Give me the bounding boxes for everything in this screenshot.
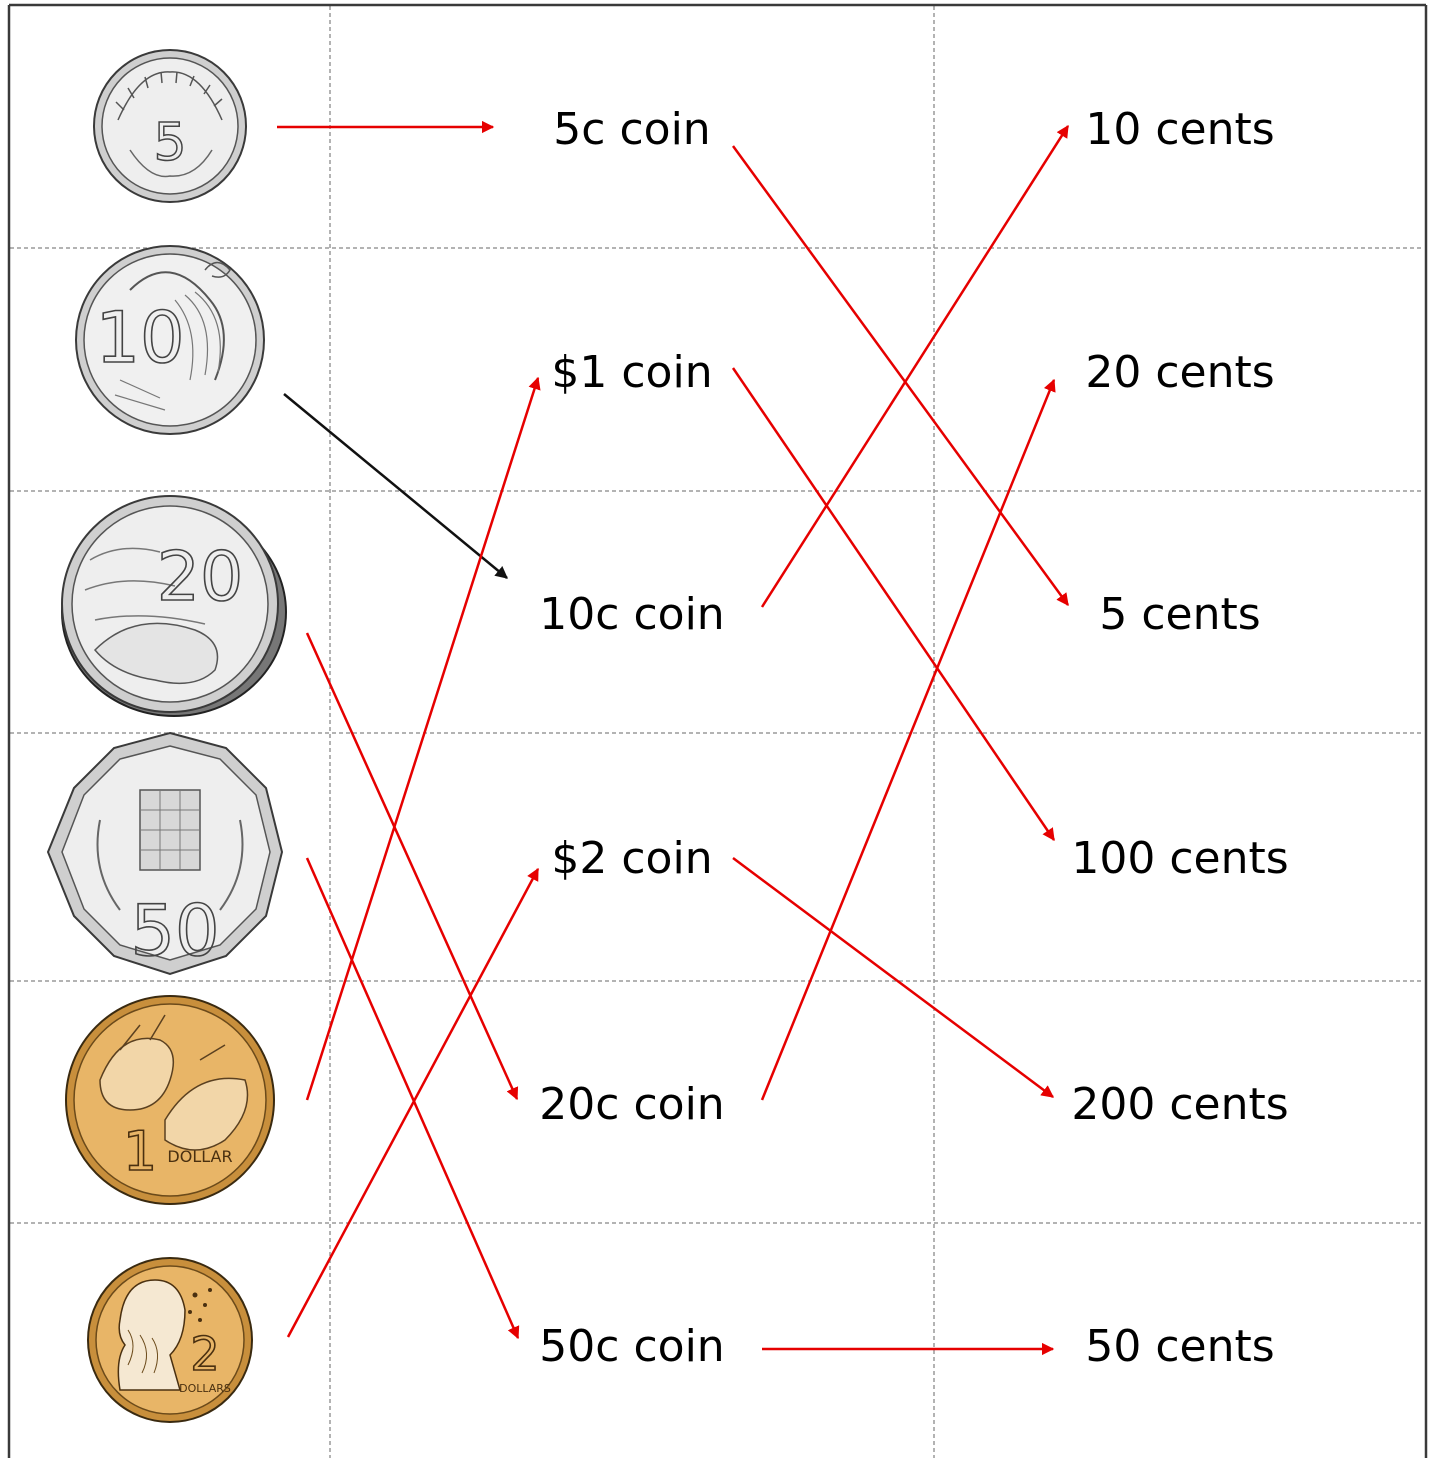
cent-value-20: 20 cents — [1085, 347, 1274, 398]
fifty-cent-coin-image: 50 — [48, 733, 282, 974]
cent-value-100: 100 cents — [1071, 833, 1288, 884]
coin-name-20c: 20c coin — [539, 1079, 724, 1130]
ten-cent-coin-image: 10 — [76, 246, 264, 434]
cent-value-50: 50 cents — [1085, 1321, 1274, 1372]
two-dollar-coin-image: 2 DOLLARS — [88, 1258, 252, 1422]
grid-lines — [10, 6, 1424, 1458]
name-to-value-arrows — [733, 126, 1068, 1349]
arrow-50c-picture-to-name — [307, 858, 518, 1338]
cent-value-10: 10 cents — [1085, 104, 1274, 155]
arrow-2-dollar-picture-to-name — [288, 869, 538, 1337]
cent-value-5: 5 cents — [1099, 589, 1260, 640]
ten-cent-coin-engraving: 10 — [95, 297, 184, 379]
page-border — [9, 5, 1426, 1458]
coin-name-column: 5c coin $1 coin 10c coin $2 coin 20c coi… — [539, 104, 724, 1372]
one-dollar-coin-engraving: 1 — [123, 1120, 157, 1183]
twenty-cent-coin-engraving: 20 — [157, 538, 244, 617]
arrow-2-dollar-name-to-value — [733, 858, 1053, 1097]
coin-name-5c: 5c coin — [553, 104, 710, 155]
cent-value-200: 200 cents — [1071, 1079, 1288, 1130]
two-dollar-coin-engraving: 2 — [190, 1327, 219, 1381]
two-dollar-coin-word: DOLLARS — [179, 1382, 231, 1395]
one-dollar-coin-image: 1 DOLLAR — [66, 996, 274, 1204]
five-cent-coin-engraving: 5 — [153, 113, 186, 173]
coin-name-10c: 10c coin — [539, 589, 724, 640]
cent-value-column: 10 cents 20 cents 5 cents 100 cents 200 … — [1071, 104, 1288, 1372]
arrow-10c-name-to-value — [762, 126, 1068, 607]
arrow-1-dollar-picture-to-name — [307, 378, 538, 1100]
arrow-5c-name-to-value — [733, 146, 1068, 605]
one-dollar-coin-word: DOLLAR — [167, 1147, 232, 1166]
five-cent-coin-image: 5 — [94, 50, 246, 202]
arrow-20c-name-to-value — [762, 380, 1054, 1100]
coin-name-1-dollar: $1 coin — [551, 347, 712, 398]
fifty-cent-coin-engraving: 50 — [130, 890, 219, 972]
twenty-cent-coin-image: 20 — [62, 496, 286, 716]
arrow-10c-picture-to-name — [284, 394, 507, 578]
arrow-20c-picture-to-name — [307, 633, 517, 1099]
arrow-1-dollar-name-to-value — [733, 368, 1054, 840]
coin-name-50c: 50c coin — [539, 1321, 724, 1372]
picture-to-name-arrows — [277, 127, 538, 1338]
coin-name-2-dollar: $2 coin — [551, 833, 712, 884]
